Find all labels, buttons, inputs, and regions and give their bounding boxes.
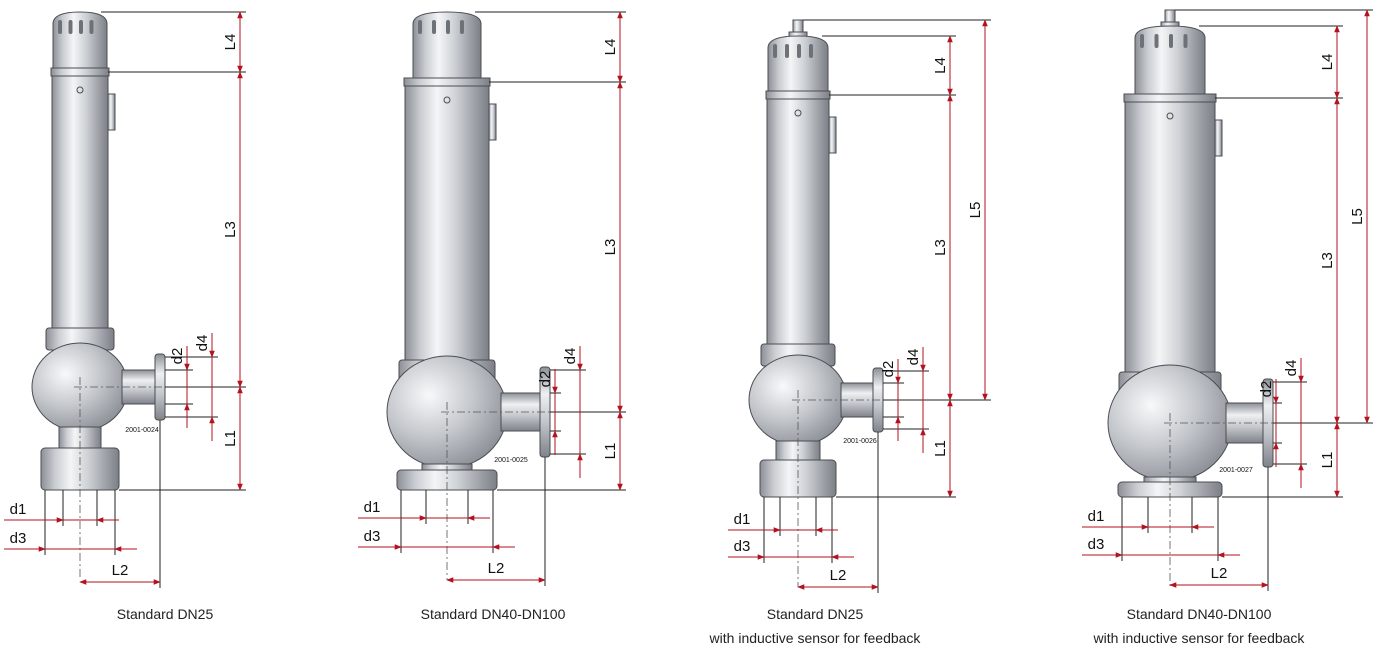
dim-label-L2: L2 bbox=[112, 562, 129, 579]
caption-view-1-line1: Standard DN25 bbox=[116, 606, 214, 622]
hood-collar bbox=[403, 77, 491, 87]
hood-slot bbox=[79, 20, 83, 34]
dim-label-L1: L1 bbox=[932, 440, 949, 457]
dim-label-L5: L5 bbox=[1349, 208, 1366, 225]
caption-view-1: Standard DN25 bbox=[0, 602, 335, 626]
hood-slot bbox=[773, 44, 777, 58]
spring-housing bbox=[404, 85, 490, 361]
caption-view-3: Standard DN25 with inductive sensor for … bbox=[645, 602, 985, 650]
hood-slot bbox=[58, 20, 62, 34]
hood-collar bbox=[1123, 93, 1217, 103]
dim-label-d2: d2 bbox=[169, 348, 186, 365]
drawing-number: 2001-0024 bbox=[125, 427, 159, 434]
dim-label-d4: d4 bbox=[562, 348, 579, 365]
dim-label-d1: d1 bbox=[364, 499, 381, 516]
hood-collar bbox=[50, 67, 110, 77]
hood-slot bbox=[1140, 34, 1144, 48]
hood-slot bbox=[460, 20, 464, 34]
dim-label-d2: d2 bbox=[1258, 381, 1275, 398]
hood-slot bbox=[418, 20, 422, 34]
dim-label-d1: d1 bbox=[1088, 508, 1105, 525]
hood-slot bbox=[797, 44, 801, 58]
caption-view-4-line2: with inductive sensor for feedback bbox=[1093, 630, 1305, 646]
caption-view-4: Standard DN40-DN100 with inductive senso… bbox=[1029, 602, 1369, 650]
hood-slot bbox=[89, 20, 94, 34]
dim-label-d3: d3 bbox=[364, 528, 381, 545]
hood-slot bbox=[1154, 34, 1159, 48]
dim-label-L3: L3 bbox=[1319, 252, 1336, 269]
spring-housing bbox=[766, 98, 830, 345]
dim-label-L5: L5 bbox=[967, 202, 984, 219]
drawing-number: 2001-0027 bbox=[1219, 467, 1253, 474]
drawing-number: 2001-0026 bbox=[843, 438, 877, 445]
dim-label-L1: L1 bbox=[602, 443, 619, 460]
lifting-latch bbox=[107, 93, 116, 131]
dim-label-d4: d4 bbox=[1283, 360, 1300, 377]
hood-slot bbox=[1169, 34, 1173, 48]
dim-label-L4: L4 bbox=[1319, 54, 1336, 71]
hood-slot bbox=[432, 20, 436, 34]
dim-label-L3: L3 bbox=[222, 221, 239, 238]
lifting-latch bbox=[828, 116, 837, 154]
dim-label-d3: d3 bbox=[734, 538, 751, 555]
dim-label-d4: d4 bbox=[194, 335, 211, 352]
hood-slot bbox=[785, 44, 789, 58]
drawing-number: 2001-0025 bbox=[494, 457, 528, 464]
dim-label-d1: d1 bbox=[10, 501, 27, 518]
dim-label-d2: d2 bbox=[880, 361, 897, 378]
dim-label-d3: d3 bbox=[1088, 536, 1105, 553]
dim-label-L2: L2 bbox=[1211, 565, 1228, 582]
vent-hole bbox=[1166, 112, 1174, 120]
dim-label-L2: L2 bbox=[830, 567, 847, 584]
dim-label-L1: L1 bbox=[222, 430, 239, 447]
vent-hole bbox=[443, 96, 451, 104]
dim-label-L4: L4 bbox=[602, 39, 619, 56]
lifting-latch bbox=[1214, 119, 1223, 157]
dim-label-L4: L4 bbox=[932, 57, 949, 74]
dim-label-L1: L1 bbox=[1319, 452, 1336, 469]
caption-view-3-line1: Standard DN25 bbox=[766, 606, 864, 622]
dim-label-d3: d3 bbox=[10, 530, 27, 547]
dim-label-L3: L3 bbox=[602, 239, 619, 256]
dim-label-L3: L3 bbox=[932, 239, 949, 256]
hood-slot bbox=[1183, 34, 1188, 48]
caption-view-3-line2: with inductive sensor for feedback bbox=[709, 630, 921, 646]
dim-label-d4: d4 bbox=[905, 349, 922, 366]
vent-hole bbox=[794, 109, 802, 117]
dim-label-L4: L4 bbox=[222, 34, 239, 51]
vent-hole bbox=[76, 86, 84, 94]
caption-view-4-line1: Standard DN40-DN100 bbox=[1126, 606, 1272, 622]
hood-slot bbox=[446, 20, 450, 34]
hood-slot bbox=[809, 44, 813, 58]
caption-view-2-line1: Standard DN40-DN100 bbox=[420, 606, 566, 622]
hood-collar bbox=[765, 90, 831, 100]
hood-slot bbox=[68, 20, 73, 34]
dim-label-d2: d2 bbox=[537, 371, 554, 388]
dim-label-d1: d1 bbox=[734, 511, 751, 528]
dim-label-L2: L2 bbox=[488, 560, 505, 577]
spring-housing bbox=[51, 75, 109, 329]
lifting-latch bbox=[488, 103, 497, 141]
caption-view-2: Standard DN40-DN100 bbox=[323, 602, 663, 626]
spring-housing bbox=[1124, 101, 1216, 373]
